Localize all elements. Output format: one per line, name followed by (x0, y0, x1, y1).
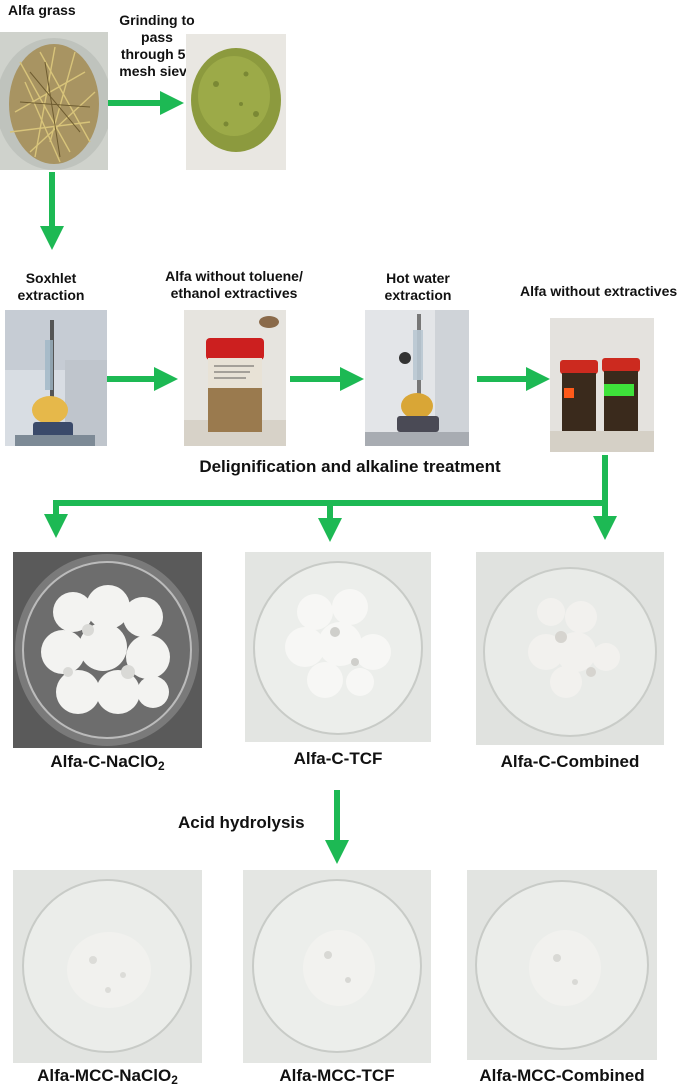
label-acid-hydrolysis: Acid hydrolysis (178, 813, 305, 833)
label-delignification: Delignification and alkaline treatment (150, 457, 550, 477)
label-grinding-line2: pass (141, 29, 173, 45)
photo-alfa-mcc-naclo2 (13, 870, 202, 1063)
label-hot-water-line2: extraction (385, 287, 452, 303)
label-no-extractives: Alfa without extractives (520, 283, 685, 300)
photo-ground-powder (186, 34, 286, 170)
photo-jars-no-extractives (550, 318, 654, 452)
label-soxhlet: Soxhlet extraction (5, 270, 97, 304)
label-no-toluene-line1: Alfa without toluene/ (165, 268, 303, 284)
label-alfa-mcc-naclo2-prefix: Alfa-MCC-NaClO (37, 1066, 171, 1085)
label-alfa-mcc-tcf: Alfa-MCC-TCF (243, 1066, 431, 1086)
label-grinding-line3: through 50 (121, 46, 193, 62)
label-alfa-c-tcf: Alfa-C-TCF (245, 749, 431, 769)
photo-jar-no-toluene (184, 310, 286, 446)
label-no-toluene: Alfa without toluene/ ethanol extractive… (153, 268, 315, 302)
photo-hot-water-apparatus (365, 310, 469, 446)
label-alfa-mcc-combined: Alfa-MCC-Combined (467, 1066, 657, 1086)
label-alfa-c-naclo2: Alfa-C-NaClO2 (13, 752, 202, 776)
photo-alfa-mcc-combined (467, 870, 657, 1060)
label-alfa-c-combined: Alfa-C-Combined (476, 752, 664, 772)
photo-soxhlet-apparatus (5, 310, 107, 446)
label-hot-water: Hot water extraction (368, 270, 468, 304)
photo-alfa-mcc-tcf (243, 870, 431, 1063)
photo-alfa-grass (0, 32, 108, 170)
label-no-toluene-line2: ethanol extractives (171, 285, 298, 301)
label-hot-water-line1: Hot water (386, 270, 450, 286)
label-soxhlet-line2: extraction (18, 287, 85, 303)
label-alfa-mcc-naclo2: Alfa-MCC-NaClO2 (13, 1066, 202, 1090)
photo-alfa-c-combined (476, 552, 664, 745)
photo-alfa-c-tcf (245, 552, 431, 742)
label-alfa-c-naclo2-prefix: Alfa-C-NaClO (50, 752, 158, 771)
label-soxhlet-line1: Soxhlet (26, 270, 77, 286)
label-grinding-line4: mesh sieve (119, 63, 195, 79)
photo-alfa-c-naclo2 (13, 552, 202, 748)
label-grinding-line1: Grinding to (119, 12, 194, 28)
label-alfa-mcc-naclo2-sub: 2 (171, 1073, 178, 1087)
label-alfa-grass: Alfa grass (8, 2, 76, 19)
label-alfa-c-naclo2-sub: 2 (158, 759, 165, 773)
